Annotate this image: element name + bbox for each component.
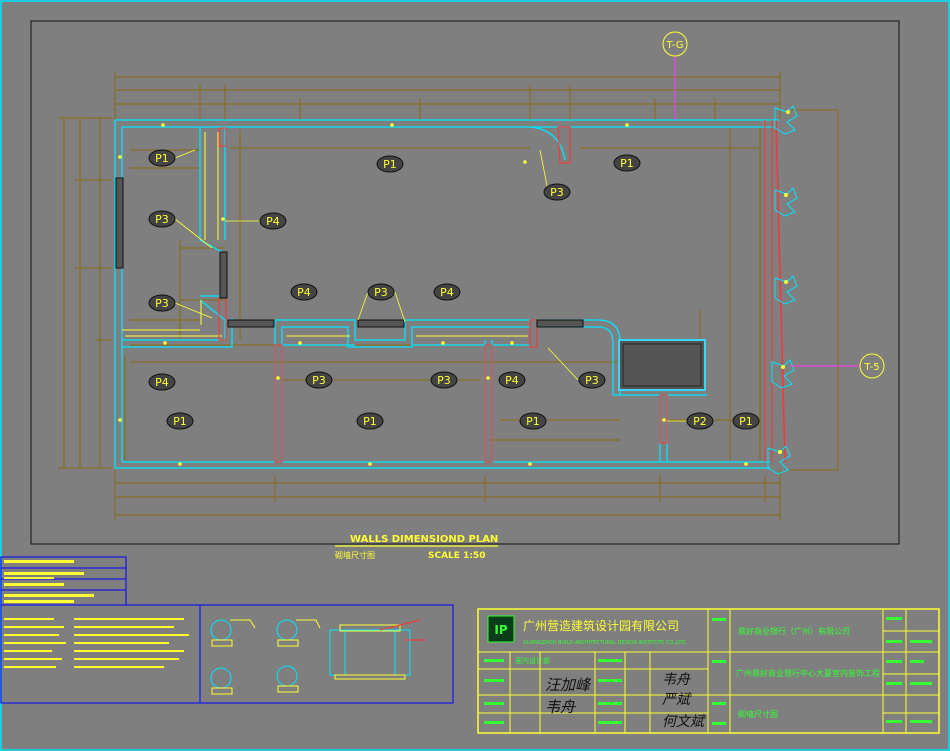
svg-text:T-5: T-5	[863, 362, 879, 373]
svg-text:P3: P3	[155, 213, 169, 226]
details-legend	[0, 604, 454, 704]
svg-text:T-G: T-G	[666, 40, 684, 51]
tag-p4: P4	[290, 283, 318, 301]
drawing-name: 砌墙尺寸图	[738, 709, 778, 719]
svg-text:WALLS DIMENSIOND PLAN: WALLS DIMENSIOND PLAN	[350, 534, 498, 545]
svg-text:P1: P1	[363, 415, 377, 428]
company-name-en: GUANGZHOU BUILD ARCHITECTURAL DESIGN INS…	[523, 640, 685, 646]
signature: 何文斌	[662, 714, 706, 730]
svg-text:P4: P4	[297, 286, 311, 299]
signature: 汪加峰	[545, 676, 592, 694]
client-name: 鼎好商业银行（广州）有限公司	[738, 626, 850, 636]
company-logo: IP	[487, 615, 515, 643]
elevation-marker-t5[interactable]: T-5	[790, 353, 885, 379]
svg-text:P1: P1	[155, 152, 169, 165]
tag-p3: P3	[430, 371, 458, 389]
tag-p1: P1	[613, 154, 641, 172]
svg-text:P1: P1	[383, 158, 397, 171]
svg-text:P1: P1	[173, 415, 187, 428]
wall-dots	[118, 123, 748, 466]
company-name-cn: 广州营造建筑设计园有限公司	[523, 618, 679, 633]
svg-text:P3: P3	[437, 374, 451, 387]
title-block: IP 广州营造建筑设计园有限公司 GUANGZHOU BUILD ARCHITE…	[477, 608, 940, 734]
tag-p3: P3	[367, 283, 395, 301]
signature: 韦舟	[545, 698, 576, 716]
notes-legend	[0, 556, 127, 606]
plan-title: WALLS DIMENSIOND PLAN 砌墙尺寸图 SCALE 1:50	[335, 534, 498, 561]
tag-p2: P2	[686, 412, 714, 430]
design-unit: 室内设计部	[515, 656, 550, 665]
tag-p3: P3	[305, 371, 333, 389]
svg-text:P4: P4	[266, 215, 280, 228]
tag-p4: P4	[433, 283, 461, 301]
tag-p3: P3	[578, 371, 606, 389]
tag-p4: P4	[148, 373, 176, 391]
wall-tags: P1 P1 P1 P3 P3 P4 P3 P4 P3 P4 P4 P3 P3 P…	[148, 149, 760, 430]
signature: 韦舟	[662, 672, 691, 688]
svg-text:P4: P4	[440, 286, 454, 299]
tag-p3: P3	[148, 294, 176, 312]
project-name: 广州鼎好商业银行中心大厦室内装饰工程	[736, 668, 880, 678]
svg-text:P1: P1	[620, 157, 634, 170]
tag-p4: P4	[259, 212, 287, 230]
svg-text:P1: P1	[526, 415, 540, 428]
tag-p1: P1	[376, 155, 404, 173]
signature: 严斌	[662, 692, 692, 708]
tag-p1: P1	[732, 412, 760, 430]
window-bars	[115, 177, 584, 328]
facade-columns	[767, 105, 798, 475]
equipment-box	[618, 339, 706, 391]
svg-text:砌墙尺寸图: 砌墙尺寸图	[335, 550, 375, 560]
svg-text:P2: P2	[693, 415, 707, 428]
hatched-walls	[218, 119, 786, 463]
partition-lines	[122, 132, 528, 337]
svg-text:P3: P3	[374, 286, 388, 299]
facade-nodes	[778, 110, 790, 454]
tag-p4: P4	[498, 371, 526, 389]
svg-text:IP: IP	[494, 623, 507, 637]
svg-text:P1: P1	[739, 415, 753, 428]
drawing-frame	[30, 20, 900, 545]
tag-p1: P1	[148, 149, 176, 167]
svg-text:P3: P3	[550, 186, 564, 199]
tag-p1: P1	[519, 412, 547, 430]
leader-lines	[174, 149, 686, 422]
svg-text:P3: P3	[585, 374, 599, 387]
svg-text:P3: P3	[155, 297, 169, 310]
tag-p1: P1	[166, 412, 194, 430]
elevation-marker-tg[interactable]: T-G	[662, 31, 688, 120]
svg-text:SCALE 1:50: SCALE 1:50	[428, 551, 485, 561]
tag-p3: P3	[148, 210, 176, 228]
svg-text:P4: P4	[505, 374, 519, 387]
tag-p3: P3	[543, 183, 571, 201]
svg-text:P4: P4	[155, 376, 169, 389]
tag-p1: P1	[356, 412, 384, 430]
svg-text:P3: P3	[312, 374, 326, 387]
